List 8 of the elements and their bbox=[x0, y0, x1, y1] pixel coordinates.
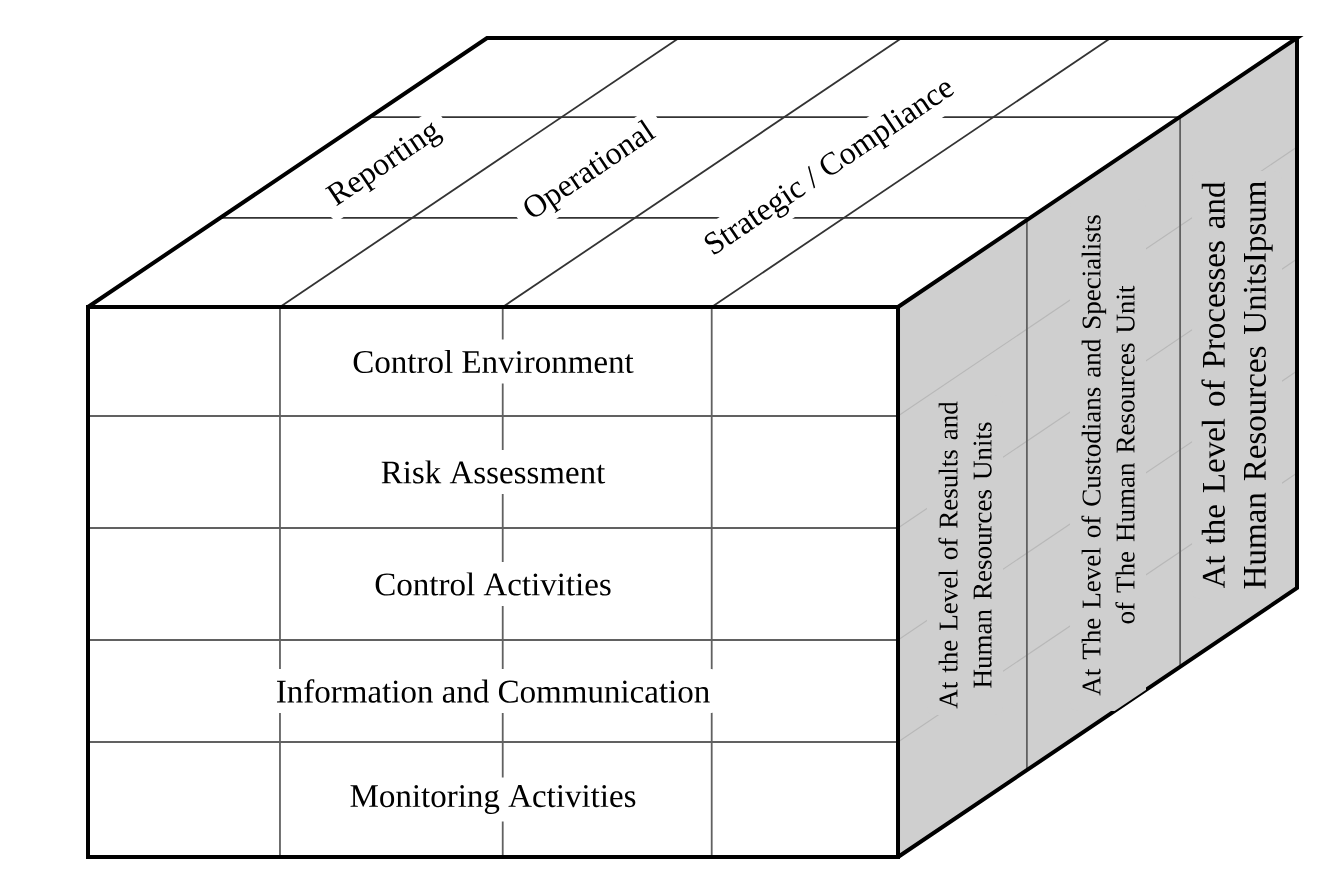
side-face-label: At The Level of Custodians and Specialists of The Human Resources Unit bbox=[1081, 215, 1135, 696]
row-label: Control Activities bbox=[375, 572, 611, 596]
row-label: Risk Assessment bbox=[381, 460, 606, 484]
row-label: Monitoring Activities bbox=[350, 785, 636, 814]
side-face-label: At the Level of Processes and Human Resources UnitsIpsum bbox=[1201, 181, 1273, 589]
row-label: Information and Communication bbox=[277, 679, 710, 703]
row-label: Control Environment bbox=[353, 349, 634, 374]
side-face-label: At the Level of Results and Human Resources Units bbox=[938, 401, 992, 709]
